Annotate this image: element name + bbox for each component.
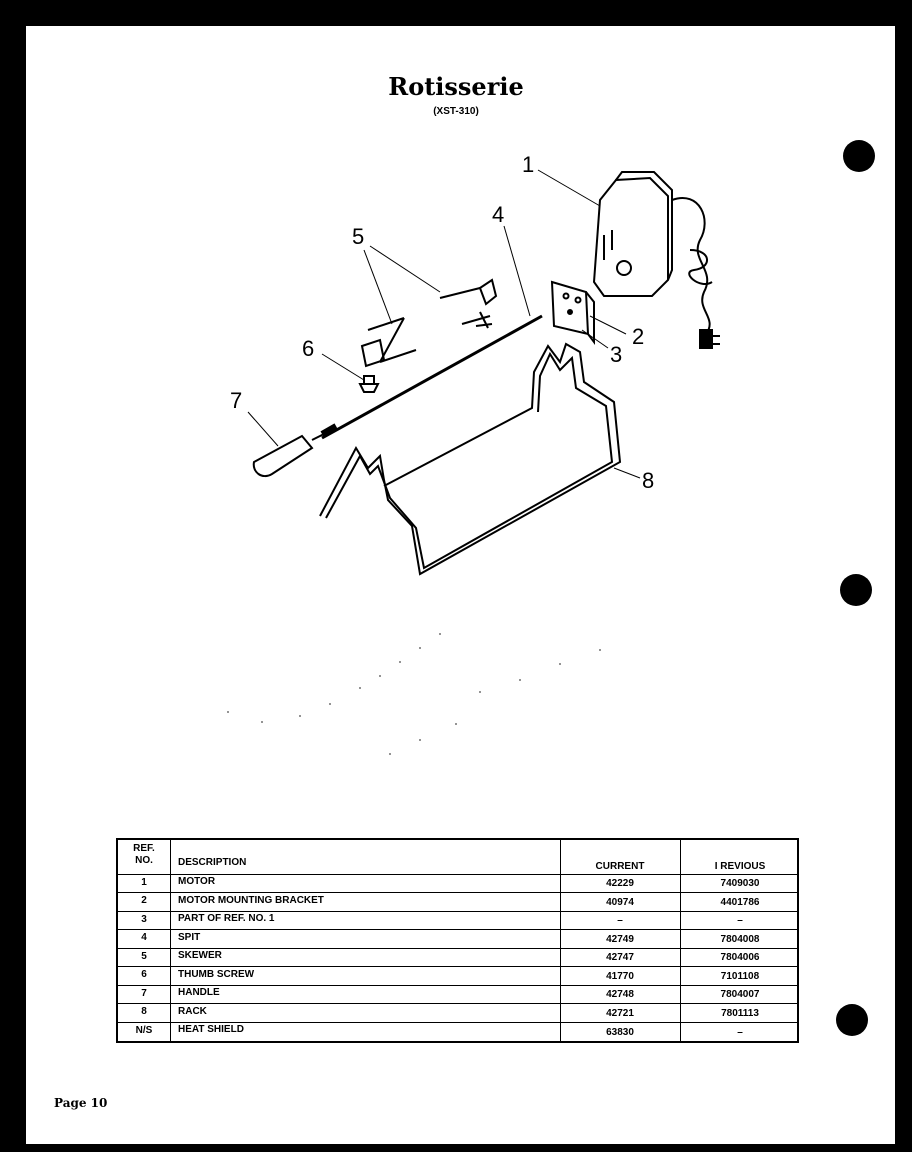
callout-8: 8 bbox=[642, 468, 654, 493]
rack-part bbox=[319, 342, 622, 576]
part-description: HEAT SHIELD bbox=[178, 1024, 244, 1035]
ref-no: 7 bbox=[141, 988, 147, 999]
part-description: THUMB SCREW bbox=[178, 969, 255, 980]
previous-part-no: – bbox=[737, 1027, 743, 1038]
page-title: Rotisserie bbox=[388, 72, 524, 101]
header-current: CURRENT bbox=[595, 861, 645, 872]
callout-3: 3 bbox=[610, 342, 622, 367]
ref-no: 5 bbox=[141, 951, 147, 962]
current-part-no: 42721 bbox=[606, 1008, 634, 1019]
previous-part-no: – bbox=[737, 915, 743, 926]
callout-5: 5 bbox=[352, 224, 364, 249]
spit-part bbox=[320, 314, 543, 440]
current-part-no: – bbox=[617, 915, 623, 926]
previous-part-no: 4401786 bbox=[720, 897, 760, 908]
header-description: DESCRIPTION bbox=[178, 857, 247, 868]
motor-mounting-bracket-part bbox=[550, 280, 595, 345]
previous-part-no: 7101108 bbox=[720, 971, 760, 982]
handle-part bbox=[252, 433, 325, 478]
ref-no: 4 bbox=[141, 932, 147, 943]
part-description: SKEWER bbox=[178, 950, 222, 961]
current-part-no: 41770 bbox=[606, 971, 634, 982]
previous-part-no: 7801113 bbox=[721, 1008, 759, 1019]
previous-part-no: 7804008 bbox=[720, 934, 760, 945]
motor-part bbox=[592, 171, 720, 349]
ref-no: 1 bbox=[141, 877, 147, 888]
callout-2: 2 bbox=[632, 324, 644, 349]
part-description: MOTOR MOUNTING BRACKET bbox=[178, 895, 324, 906]
previous-part-no: 7804007 bbox=[720, 989, 760, 1000]
ref-no: 3 bbox=[141, 914, 147, 925]
previous-part-no: 7804006 bbox=[720, 952, 760, 963]
callout-4: 4 bbox=[492, 202, 504, 227]
current-part-no: 42748 bbox=[606, 989, 634, 1000]
part-description: HANDLE bbox=[178, 987, 220, 998]
callout-7: 7 bbox=[230, 388, 242, 413]
leader-lines bbox=[247, 169, 641, 479]
ref-no: 6 bbox=[141, 969, 147, 980]
binder-hole bbox=[840, 574, 872, 606]
current-part-no: 42229 bbox=[606, 878, 634, 889]
current-part-no: 42747 bbox=[606, 952, 634, 963]
header-ref-line2: NO. bbox=[135, 855, 153, 866]
thumb-screw-part bbox=[358, 375, 380, 393]
binder-hole bbox=[836, 1004, 868, 1036]
page-number: Page 10 bbox=[54, 1096, 108, 1110]
current-part-no: 63830 bbox=[606, 1027, 634, 1038]
previous-part-no: 7409030 bbox=[720, 878, 760, 889]
current-part-no: 40974 bbox=[606, 897, 634, 908]
header-previous: I REVIOUS bbox=[714, 861, 766, 872]
header-ref-line1: REF. bbox=[133, 843, 155, 854]
binder-hole bbox=[843, 140, 875, 172]
part-description: SPIT bbox=[178, 932, 201, 943]
part-description: PART OF REF. NO. 1 bbox=[178, 913, 275, 924]
ref-no: N/S bbox=[135, 1025, 153, 1036]
part-description: RACK bbox=[178, 1006, 207, 1017]
part-description: MOTOR bbox=[178, 876, 216, 887]
parts-table: REF. NO. DESCRIPTION CURRENT I REVIOUS 1… bbox=[116, 838, 799, 1043]
current-part-no: 42749 bbox=[606, 934, 634, 945]
model-number: (XST-310) bbox=[433, 106, 479, 117]
ref-no: 2 bbox=[141, 895, 147, 906]
ref-no: 8 bbox=[141, 1006, 147, 1017]
skewer-part bbox=[360, 278, 498, 368]
scan-artifacts bbox=[227, 633, 601, 755]
callout-6: 6 bbox=[302, 336, 314, 361]
callout-1: 1 bbox=[522, 152, 534, 177]
